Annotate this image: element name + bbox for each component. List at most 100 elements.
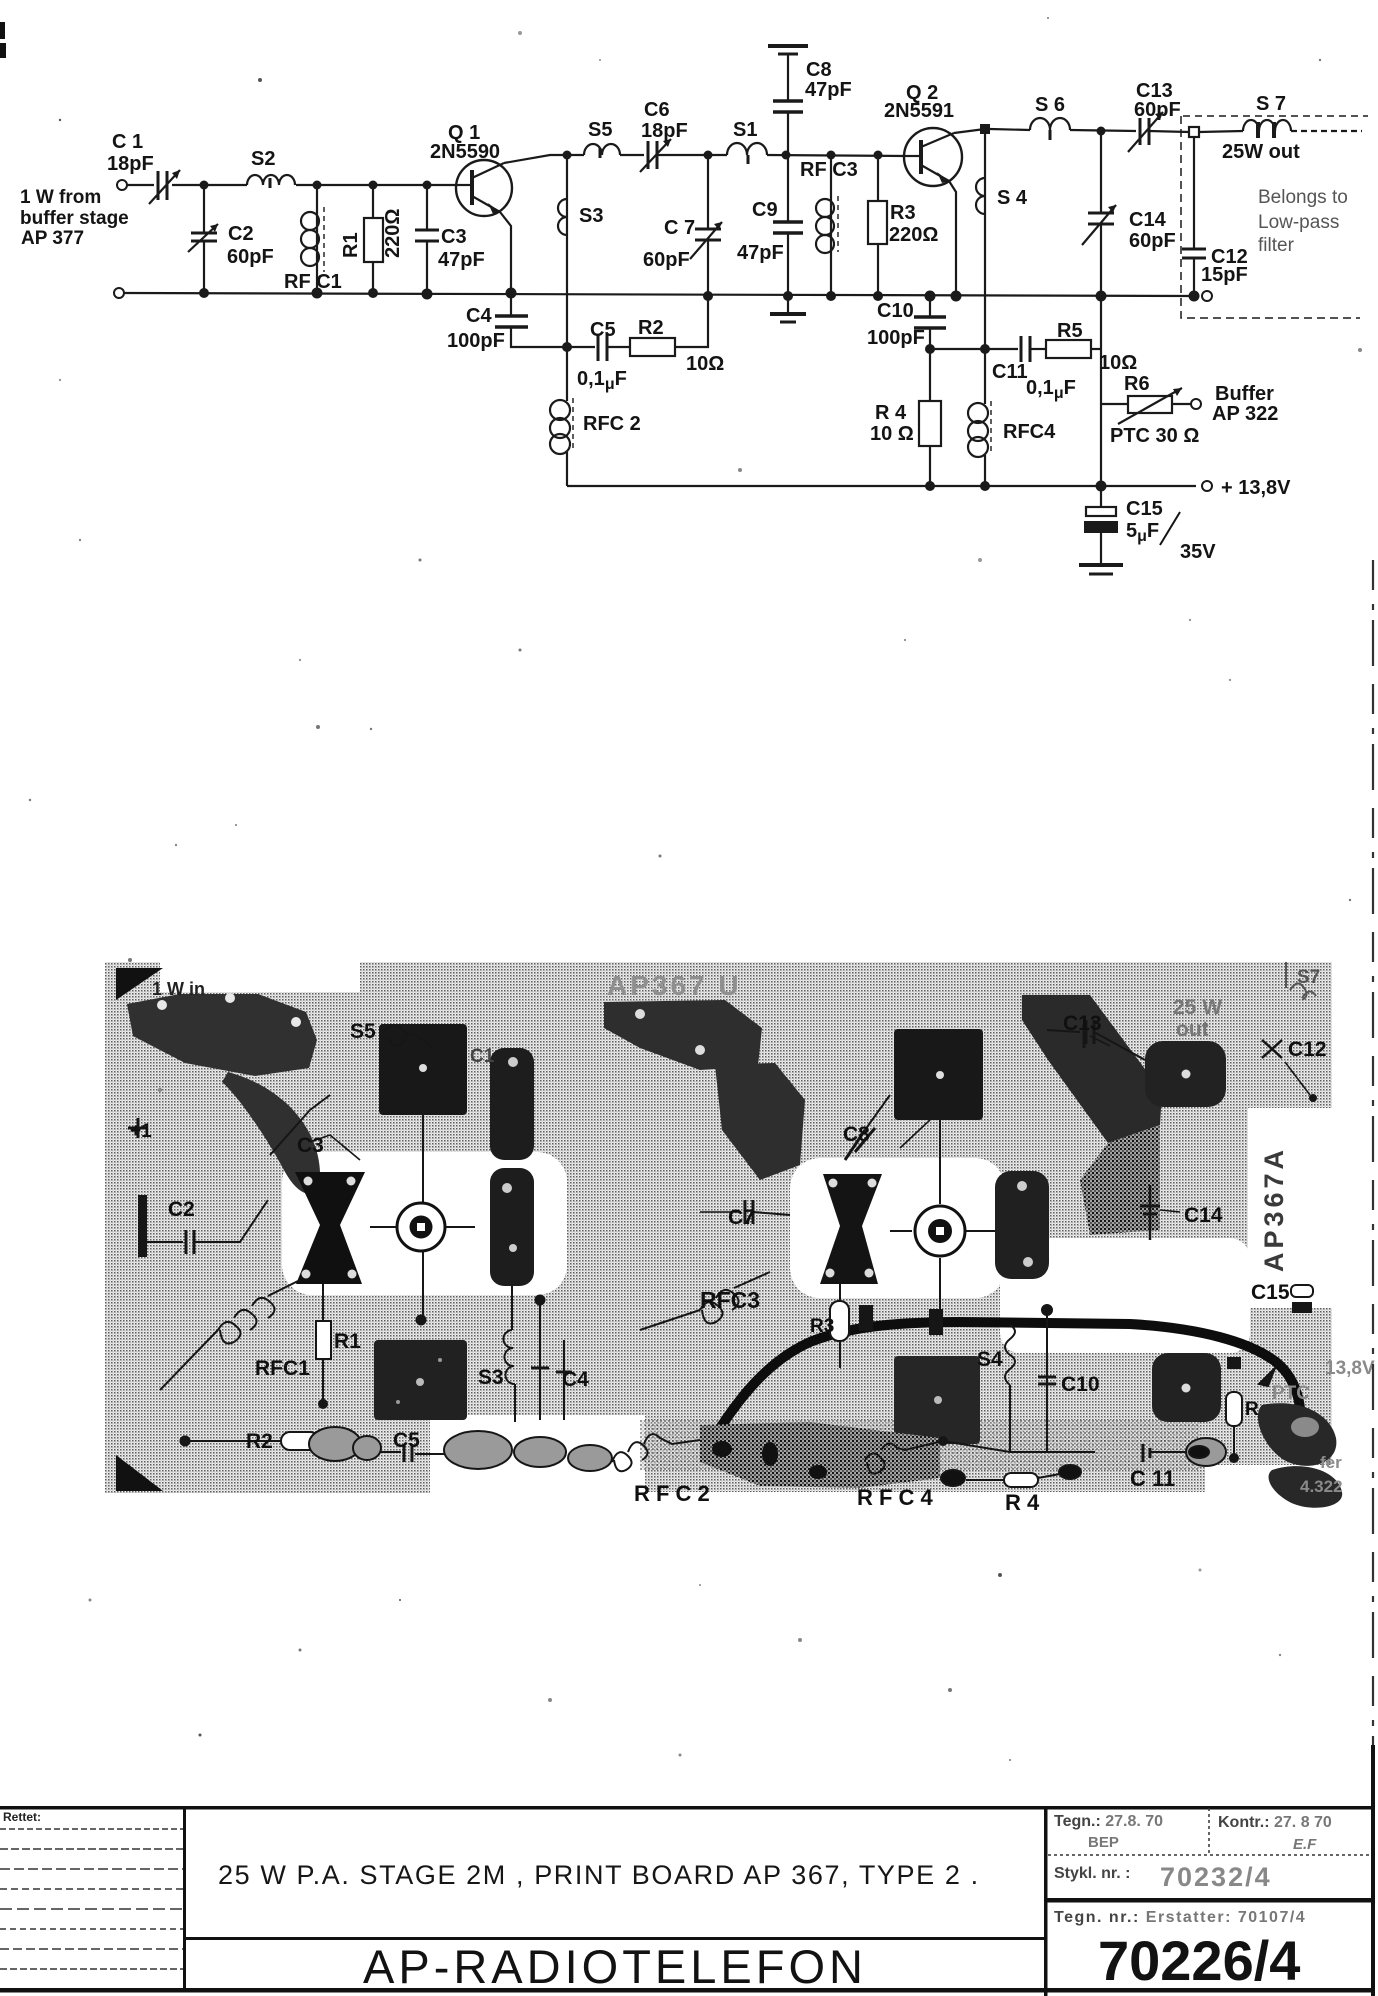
svg-text:25 W P.A. STAGE 2M , PRINT: 25 W P.A. STAGE 2M , PRINT BOARD AP 367,… xyxy=(218,1860,980,1890)
svg-text:100pF: 100pF xyxy=(867,327,925,349)
svg-text:R2: R2 xyxy=(638,317,664,339)
svg-text:R 4: R 4 xyxy=(875,402,907,424)
svg-text:S 4: S 4 xyxy=(997,187,1028,209)
svg-text:AP 377: AP 377 xyxy=(21,228,84,249)
svg-text:100pF: 100pF xyxy=(447,330,505,352)
svg-text:S3: S3 xyxy=(579,205,603,227)
svg-text:60pF: 60pF xyxy=(227,246,274,268)
svg-text:AP-RADIOTELEFON: AP-RADIOTELEFON xyxy=(363,1940,867,1993)
svg-text:R3: R3 xyxy=(890,202,916,224)
svg-text:25 W: 25 W xyxy=(1173,996,1222,1019)
svg-text:5μF: 5μF xyxy=(1126,520,1159,545)
svg-text:R: R xyxy=(1245,1399,1259,1420)
svg-text:buffer stage: buffer stage xyxy=(20,208,129,229)
svg-text:C6: C6 xyxy=(644,99,670,121)
svg-text:C3: C3 xyxy=(297,1134,324,1157)
svg-text:C2: C2 xyxy=(168,1198,195,1221)
svg-text:+ 13,8V: + 13,8V xyxy=(1221,477,1291,499)
svg-text:E.F: E.F xyxy=(1293,1836,1317,1853)
svg-text:60pF: 60pF xyxy=(643,249,690,271)
svg-text:R3: R3 xyxy=(810,1316,834,1337)
svg-text:4.322: 4.322 xyxy=(1300,1477,1343,1496)
svg-text:10 Ω: 10 Ω xyxy=(870,423,914,445)
svg-text:R2: R2 xyxy=(246,1430,273,1453)
svg-text:C7: C7 xyxy=(728,1206,755,1229)
svg-text:+1: +1 xyxy=(130,1121,152,1142)
svg-text:PTC 30 Ω: PTC 30 Ω xyxy=(1110,425,1199,447)
svg-text:220Ω: 220Ω xyxy=(382,209,404,258)
svg-text:70232/4: 70232/4 xyxy=(1160,1862,1272,1892)
svg-text:C 7: C 7 xyxy=(664,217,695,239)
svg-text:C12: C12 xyxy=(1211,246,1248,268)
svg-text:R5: R5 xyxy=(1057,320,1083,342)
svg-text:RFC4: RFC4 xyxy=(1003,421,1056,443)
svg-text:10Ω: 10Ω xyxy=(1099,352,1137,374)
svg-text:C10: C10 xyxy=(877,300,914,322)
svg-text:0,1μF: 0,1μF xyxy=(577,368,627,393)
svg-text:C14: C14 xyxy=(1184,1204,1223,1227)
svg-text:S4: S4 xyxy=(977,1348,1003,1371)
svg-text:S1: S1 xyxy=(733,119,757,141)
svg-text:RFC 2: RFC 2 xyxy=(583,413,641,435)
svg-text:AP 322: AP 322 xyxy=(1212,403,1278,425)
svg-text:C4: C4 xyxy=(562,1368,589,1391)
svg-text:60pF: 60pF xyxy=(1134,99,1181,121)
svg-text:1 W from: 1 W from xyxy=(20,187,101,208)
svg-text:C 11: C 11 xyxy=(1130,1466,1175,1491)
svg-text:C11: C11 xyxy=(992,361,1028,383)
svg-text:C4: C4 xyxy=(466,305,492,327)
svg-text:C1: C1 xyxy=(470,1046,495,1067)
svg-text:C10: C10 xyxy=(1061,1373,1100,1396)
svg-text:R6: R6 xyxy=(1124,373,1150,395)
svg-text:70226/4: 70226/4 xyxy=(1098,1929,1300,1992)
svg-text:Tegn. nr.: Erstatter: 70107/4: Tegn. nr.: Erstatter: 70107/4 xyxy=(1054,1909,1306,1926)
svg-text:Stykl. nr. :: Stykl. nr. : xyxy=(1054,1865,1130,1882)
svg-text:R F C 4: R F C 4 xyxy=(857,1485,934,1510)
svg-text:2N5591: 2N5591 xyxy=(884,100,954,122)
svg-text:R1: R1 xyxy=(334,1330,361,1353)
svg-text:S 6: S 6 xyxy=(1035,94,1065,116)
svg-text:Kontr.: 27. 8 70: Kontr.: 27. 8 70 xyxy=(1218,1814,1332,1831)
svg-text:AP367 U: AP367 U xyxy=(607,970,742,1001)
svg-text:C5: C5 xyxy=(590,319,616,341)
svg-text:S7: S7 xyxy=(1297,967,1320,988)
svg-text:RF C3: RF C3 xyxy=(800,159,858,181)
svg-text:S3: S3 xyxy=(478,1366,504,1389)
svg-text:S5: S5 xyxy=(588,119,612,141)
svg-text:RFC1: RFC1 xyxy=(255,1357,310,1380)
svg-text:C2: C2 xyxy=(228,223,254,245)
svg-text:2N5590: 2N5590 xyxy=(430,141,500,163)
svg-text:C3: C3 xyxy=(441,226,467,248)
svg-text:0,1μF: 0,1μF xyxy=(1026,377,1076,402)
svg-text:220Ω: 220Ω xyxy=(889,224,938,246)
svg-text:18pF: 18pF xyxy=(641,120,688,142)
svg-text:13,8V: 13,8V xyxy=(1325,1358,1375,1379)
svg-text:S 7: S 7 xyxy=(1256,93,1286,115)
svg-text:RF C1: RF C1 xyxy=(284,271,342,293)
svg-text:C 1: C 1 xyxy=(112,131,143,153)
svg-text:fer: fer xyxy=(1320,1453,1342,1472)
svg-text:Q 1: Q 1 xyxy=(448,122,480,144)
svg-text:C8: C8 xyxy=(843,1123,870,1146)
svg-text:Low-pass: Low-pass xyxy=(1258,212,1339,233)
svg-text:10Ω: 10Ω xyxy=(686,353,724,375)
svg-text:Q 2: Q 2 xyxy=(906,82,938,104)
svg-text:Buffer: Buffer xyxy=(1215,383,1274,405)
svg-text:Belongs to: Belongs to xyxy=(1258,187,1348,208)
svg-text:15pF: 15pF xyxy=(1201,264,1248,286)
svg-text:AP367A: AP367A xyxy=(1259,1146,1289,1272)
svg-text:C13: C13 xyxy=(1136,80,1173,102)
svg-text:47pF: 47pF xyxy=(805,79,852,101)
svg-text:BEP: BEP xyxy=(1088,1834,1119,1851)
svg-text:R1: R1 xyxy=(340,232,362,258)
svg-text:out: out xyxy=(1176,1018,1209,1041)
svg-text:filter: filter xyxy=(1258,235,1295,256)
svg-text:1 W in: 1 W in xyxy=(152,979,205,999)
svg-text:C5: C5 xyxy=(393,1429,420,1452)
svg-text:RFC3: RFC3 xyxy=(700,1287,760,1313)
svg-text:18pF: 18pF xyxy=(107,153,154,175)
svg-text:C15: C15 xyxy=(1251,1281,1290,1304)
svg-text:PTC: PTC xyxy=(1272,1383,1310,1404)
svg-text:25W out: 25W out xyxy=(1222,141,1300,163)
svg-text:S5: S5 xyxy=(350,1020,376,1043)
